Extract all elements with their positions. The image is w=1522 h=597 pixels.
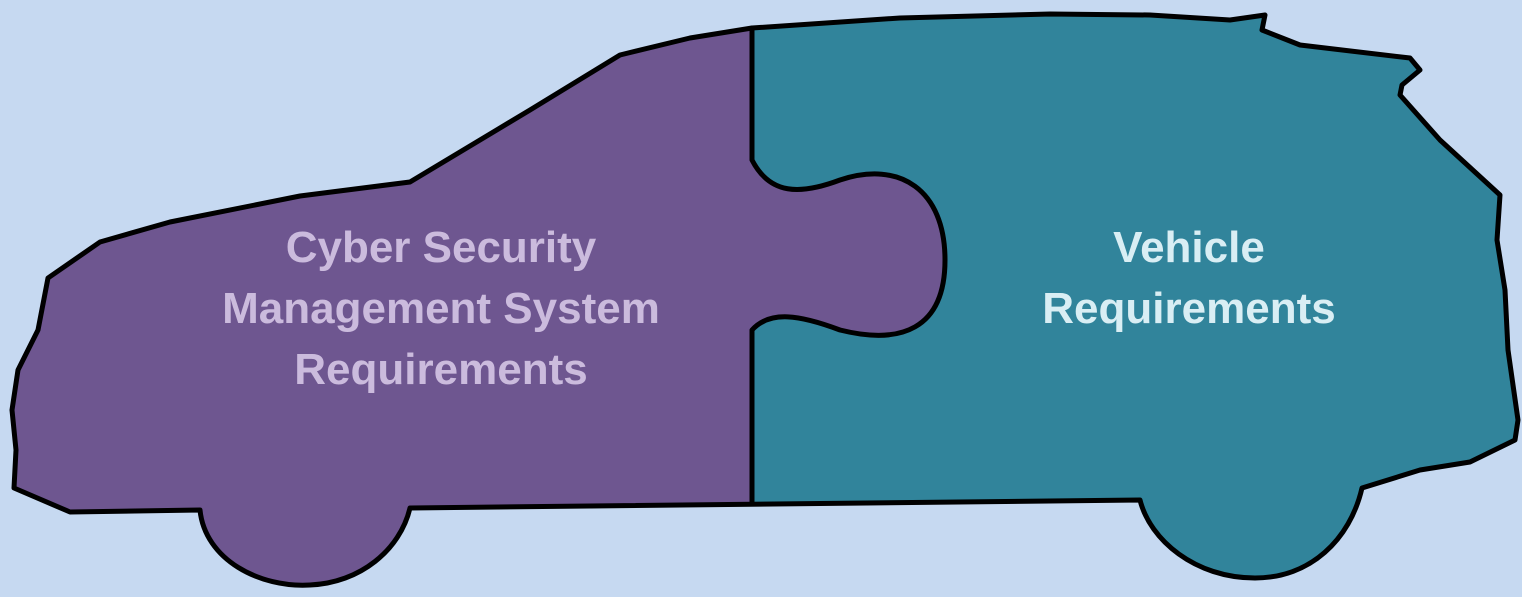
vehicle-puzzle-piece — [752, 14, 1518, 578]
cyber-security-label-line-2: Management System — [222, 284, 660, 333]
car-outline — [9, 11, 1521, 588]
cyber-security-puzzle-piece — [12, 28, 945, 586]
vehicle-label-line-1: Vehicle — [1113, 223, 1265, 272]
cyber-security-label-line-3: Requirements — [294, 345, 588, 394]
vehicle-label-line-2: Requirements — [1042, 284, 1336, 333]
puzzle-seam — [749, 25, 948, 506]
cyber-security-label: Cyber Security Management System Require… — [141, 217, 741, 400]
cyber-security-label-line-1: Cyber Security — [285, 223, 597, 272]
vehicle-requirements-label: Vehicle Requirements — [934, 217, 1444, 339]
